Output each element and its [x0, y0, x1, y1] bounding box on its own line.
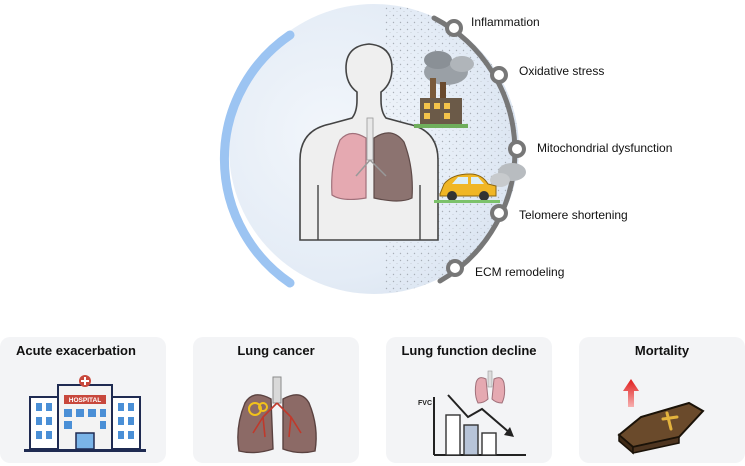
- car-icon: [434, 163, 526, 203]
- exposure-illustration: [219, 4, 526, 294]
- card-title: Lung cancer: [237, 343, 315, 358]
- card-title: Acute exacerbation: [16, 343, 136, 358]
- blue-arc: [219, 30, 295, 288]
- card-title: Mortality: [634, 343, 690, 358]
- label-mitochondrial-dysfunction: Mitochondrial dysfunction: [537, 141, 673, 155]
- card-mortality: Mortality: [579, 337, 745, 463]
- label-ecm-remodeling: ECM remodeling: [475, 265, 565, 279]
- node-inflammation: [445, 19, 463, 37]
- hospital-sign: HOSPITAL: [69, 397, 101, 404]
- declining-chart-icon: FVC: [418, 370, 526, 456]
- hospital-icon: HOSPITAL: [24, 375, 146, 452]
- node-mitochondrial: [508, 140, 526, 158]
- lung-tumor-icon: [237, 376, 317, 454]
- card-lung-cancer: Lung cancer: [193, 337, 359, 463]
- card-lung-function-decline: Lung function decline FVC: [386, 337, 552, 463]
- card-title: Lung function decline: [401, 343, 537, 358]
- label-inflammation: Inflammation: [471, 15, 540, 29]
- coffin-icon: [617, 379, 705, 455]
- increase-arrow-icon: [623, 379, 639, 407]
- node-ecm: [446, 259, 464, 277]
- label-oxidative-stress: Oxidative stress: [519, 64, 605, 78]
- label-telomere-shortening: Telomere shortening: [519, 208, 628, 222]
- fvc-label: FVC: [418, 400, 432, 407]
- node-telomere: [490, 204, 508, 222]
- factory-icon: [414, 51, 474, 128]
- node-oxidative-stress: [490, 66, 508, 84]
- card-acute-exacerbation: Acute exacerbation HOSPITAL: [0, 337, 166, 463]
- lungs: [331, 117, 413, 202]
